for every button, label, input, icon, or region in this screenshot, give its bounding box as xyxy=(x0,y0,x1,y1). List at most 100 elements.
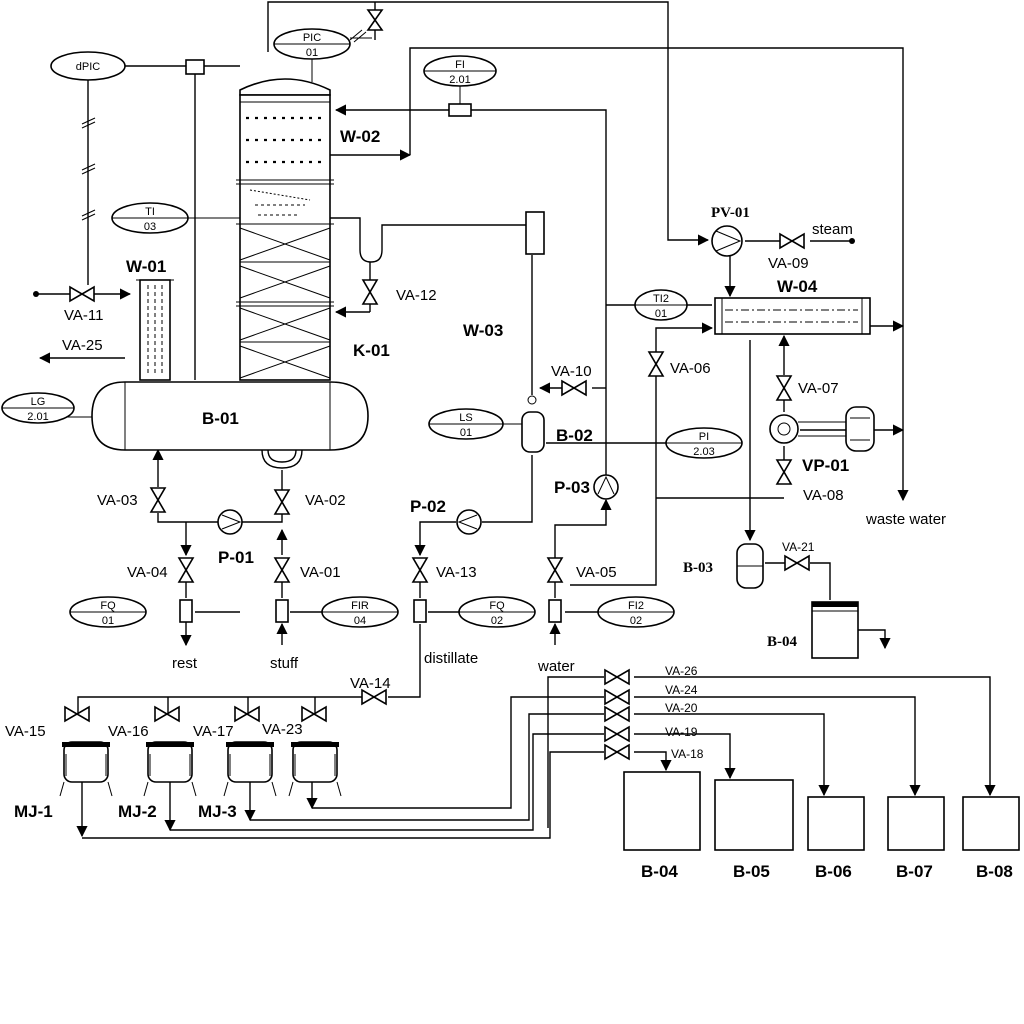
svg-text:2.01: 2.01 xyxy=(27,411,48,423)
instrument-pic01[interactable]: PIC 01 xyxy=(273,28,351,60)
instrument-ls01[interactable]: LS 01 xyxy=(428,408,504,440)
line-end-dot xyxy=(33,291,39,297)
valve-va13[interactable] xyxy=(411,557,429,583)
valve-va19[interactable] xyxy=(604,725,630,743)
instrument-fq01[interactable]: FQ 01 xyxy=(69,596,147,628)
svg-text:TI: TI xyxy=(145,206,155,218)
instrument-dpic[interactable]: dPIC xyxy=(50,51,126,81)
svg-text:FQ: FQ xyxy=(100,600,116,612)
label-va18: VA-18 xyxy=(671,747,704,761)
valve-va23[interactable] xyxy=(301,705,327,723)
valve-va11[interactable] xyxy=(69,285,95,303)
valve-va02[interactable] xyxy=(273,489,291,515)
valve-va12[interactable] xyxy=(361,279,379,305)
label-va10: VA-10 xyxy=(551,363,592,380)
svg-text:TI2: TI2 xyxy=(653,293,669,305)
vessel-b03 xyxy=(736,543,764,589)
exchanger-w04 xyxy=(714,297,871,335)
equipment-labels: W-01 W-02 W-03 W-04 K-01 B-01 B-02 B-03 … xyxy=(126,127,849,650)
label-w01: W-01 xyxy=(126,257,166,276)
svg-text:01: 01 xyxy=(102,615,114,627)
label-va11: VA-11 xyxy=(64,307,103,324)
receiver-mj3 xyxy=(223,741,277,797)
valves xyxy=(64,9,810,761)
label-mj1: MJ-1 xyxy=(14,802,53,821)
flow-meters xyxy=(179,59,562,623)
instrument-fq02[interactable]: FQ 02 xyxy=(458,596,536,628)
valve-va05[interactable] xyxy=(546,557,564,583)
label-va16: VA-16 xyxy=(108,723,149,740)
label-va05: VA-05 xyxy=(576,564,617,581)
label-stuff: stuff xyxy=(270,655,299,672)
label-p03: P-03 xyxy=(554,478,590,497)
label-w02: W-02 xyxy=(340,127,380,146)
label-pv01: PV-01 xyxy=(711,205,750,221)
valve-va15[interactable] xyxy=(64,705,90,723)
svg-text:2.03: 2.03 xyxy=(693,446,714,458)
valve-va03[interactable] xyxy=(149,487,167,513)
valve-va07[interactable] xyxy=(775,375,793,401)
instrument-fir04[interactable]: FIR 04 xyxy=(321,596,399,628)
label-steam: steam xyxy=(812,221,853,238)
receiver-mj4 xyxy=(288,741,342,797)
label-va26: VA-26 xyxy=(665,664,698,678)
instrument-lg201[interactable]: LG 2.01 xyxy=(1,392,75,424)
svg-text:FQ: FQ xyxy=(489,600,505,612)
svg-text:LS: LS xyxy=(459,412,472,424)
valve-va09[interactable] xyxy=(779,232,805,250)
tank-b05 xyxy=(714,779,794,851)
svg-text:01: 01 xyxy=(655,308,667,320)
valve-va10[interactable] xyxy=(561,379,587,397)
tank-b04 xyxy=(623,771,701,851)
exchanger-w01 xyxy=(136,279,174,381)
tank-labels: B-04 B-05 B-06 B-07 B-08 xyxy=(641,862,1013,881)
signal-lines xyxy=(47,29,712,425)
label-b04-small: B-04 xyxy=(767,634,798,650)
valve-va16[interactable] xyxy=(154,705,180,723)
vessel-b02 xyxy=(521,395,545,453)
instrument-ti201[interactable]: TI2 01 xyxy=(634,289,688,321)
label-tank-b08: B-08 xyxy=(976,862,1013,881)
instrument-fi201[interactable]: FI 2.01 xyxy=(423,55,497,87)
valve-va17[interactable] xyxy=(234,705,260,723)
label-vp01: VP-01 xyxy=(802,456,849,475)
vessel-b04-small xyxy=(811,601,859,659)
column-k01 xyxy=(236,78,334,381)
label-b03: B-03 xyxy=(683,560,713,576)
label-va02: VA-02 xyxy=(305,492,346,509)
label-va07: VA-07 xyxy=(798,380,839,397)
valve-va26[interactable] xyxy=(604,668,630,686)
label-b02: B-02 xyxy=(556,426,593,445)
valve-va14[interactable] xyxy=(361,688,387,706)
label-va23: VA-23 xyxy=(262,721,303,738)
svg-text:FI: FI xyxy=(455,59,465,71)
instrument-pi203[interactable]: PI 2.03 xyxy=(665,427,743,459)
label-va21: VA-21 xyxy=(782,540,815,554)
label-va25: VA-25 xyxy=(62,337,103,354)
valve-va08[interactable] xyxy=(775,459,793,485)
receiver-mj2 xyxy=(143,741,197,797)
pump-pv01 xyxy=(711,225,743,257)
label-distillate: distillate xyxy=(424,650,478,667)
valve-labels: VA-12 VA-11 VA-25 VA-03 VA-02 VA-04 VA-0… xyxy=(5,255,844,761)
label-tank-b06: B-06 xyxy=(815,862,852,881)
instrument-fi202[interactable]: FI2 02 xyxy=(597,596,675,628)
valve-va24[interactable] xyxy=(604,688,630,706)
valve-va20[interactable] xyxy=(604,705,630,723)
svg-text:dPIC: dPIC xyxy=(76,61,101,73)
tanks xyxy=(623,771,1020,851)
valve-va21[interactable] xyxy=(784,554,810,572)
label-va08: VA-08 xyxy=(803,487,844,504)
valve-va06[interactable] xyxy=(647,351,665,377)
valve-va04[interactable] xyxy=(177,557,195,583)
label-b01: B-01 xyxy=(202,409,239,428)
label-rest: rest xyxy=(172,655,198,672)
instrument-ti03[interactable]: TI 03 xyxy=(111,202,189,234)
label-va15: VA-15 xyxy=(5,723,46,740)
label-va24: VA-24 xyxy=(665,683,698,697)
valve-va01[interactable] xyxy=(273,557,291,583)
svg-text:2.01: 2.01 xyxy=(449,74,470,86)
valve-va18[interactable] xyxy=(604,743,630,761)
valve-vent[interactable] xyxy=(366,9,384,31)
